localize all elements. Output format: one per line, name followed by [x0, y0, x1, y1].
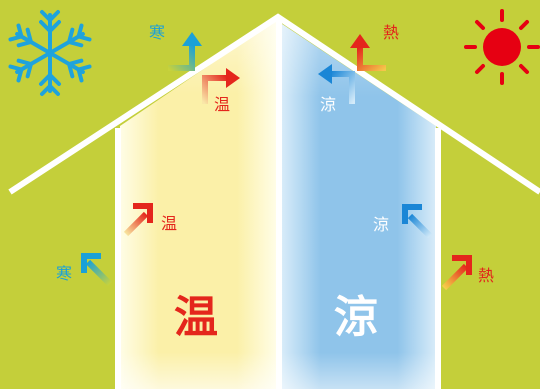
sun-icon: [464, 9, 540, 85]
heat-deflect-arrow-wall: [441, 255, 472, 291]
cool-room-label: 涼: [334, 292, 378, 343]
cold-label-wall: 寒: [56, 264, 73, 283]
heat-label-top: 熱: [383, 23, 400, 42]
warm-room-label: 温: [174, 292, 218, 343]
warm-reflect-arrow-wall: [123, 203, 153, 237]
house-outline: [8, 13, 540, 389]
warm-label-roof: 温: [214, 95, 231, 114]
warm-label-wall: 温: [161, 214, 178, 233]
heat-label-wall: 熱: [478, 266, 495, 285]
cold-label-top: 寒: [149, 23, 166, 42]
heat-deflect-arrow-top: [350, 34, 386, 71]
cool-label-wall: 涼: [373, 215, 390, 234]
warm-reflect-arrow-roof: [202, 68, 240, 104]
cold-deflect-arrow-wall: [81, 253, 113, 287]
cool-reflect-arrow-wall: [402, 204, 433, 239]
snowflake-icon: [7, 10, 93, 96]
cold-deflect-arrow-top: [168, 32, 202, 71]
cool-reflect-arrow-roof: [318, 64, 355, 104]
cool-label-roof: 涼: [320, 95, 337, 114]
